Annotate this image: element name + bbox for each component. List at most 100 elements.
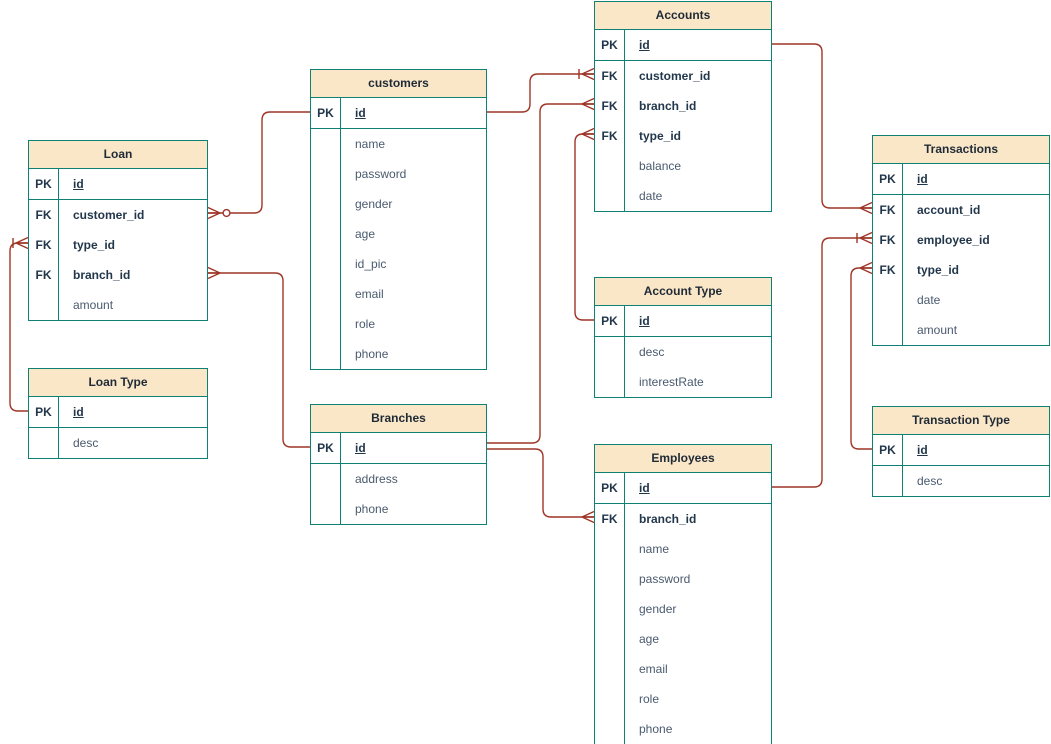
row-key-label: FK bbox=[29, 230, 59, 260]
entity-row: desc bbox=[873, 466, 1049, 496]
row-field-name: employee_id bbox=[917, 233, 990, 247]
row-key-label: FK bbox=[595, 91, 625, 121]
relationship-edge bbox=[772, 231, 873, 488]
row-field-name: id bbox=[73, 177, 84, 191]
row-key-label bbox=[29, 428, 59, 458]
row-key-label: PK bbox=[595, 30, 625, 60]
row-key-label: FK bbox=[595, 121, 625, 151]
row-key-label: PK bbox=[873, 164, 903, 194]
row-field-name: date bbox=[917, 293, 941, 307]
row-key-label bbox=[311, 129, 341, 159]
relationship-edge bbox=[772, 43, 873, 215]
row-key-label: PK bbox=[873, 435, 903, 465]
row-field-name: id bbox=[639, 314, 650, 328]
row-field-name: age bbox=[639, 632, 660, 646]
relationship-edge bbox=[850, 261, 873, 450]
row-field-name: id bbox=[355, 441, 366, 455]
row-key-label bbox=[595, 337, 625, 367]
entity-row: email bbox=[595, 654, 771, 684]
row-field-name: desc bbox=[73, 436, 99, 450]
row-field-name: type_id bbox=[73, 238, 116, 252]
relationship-edge bbox=[207, 111, 310, 220]
entity-row: FK type_id bbox=[595, 121, 771, 151]
row-key-label: FK bbox=[595, 61, 625, 91]
row-key-label bbox=[595, 367, 625, 397]
row-key-label bbox=[595, 654, 625, 684]
row-key-label bbox=[311, 189, 341, 219]
row-field-name: id_pic bbox=[355, 257, 387, 271]
relationship-edge bbox=[487, 97, 595, 444]
row-key-label bbox=[595, 181, 625, 211]
row-field-name: name bbox=[639, 542, 670, 556]
row-field-name: gender bbox=[355, 197, 393, 211]
row-key-label bbox=[873, 285, 903, 315]
row-key-label bbox=[311, 494, 341, 524]
row-field-name: type_id bbox=[639, 129, 682, 143]
row-field-name: type_id bbox=[917, 263, 960, 277]
entity-row: name bbox=[311, 129, 486, 159]
entity-row: role bbox=[595, 684, 771, 714]
attributes-section: desc interestRate bbox=[595, 336, 771, 397]
row-key-label bbox=[595, 624, 625, 654]
entity-row: id_pic bbox=[311, 249, 486, 279]
row-field-name: id bbox=[355, 106, 366, 120]
row-key-label bbox=[595, 564, 625, 594]
crow-foot-marker bbox=[581, 510, 595, 524]
entity-row: desc bbox=[29, 428, 207, 458]
row-key-label: PK bbox=[595, 306, 625, 336]
entity-row: date bbox=[595, 181, 771, 211]
row-key-label: FK bbox=[29, 260, 59, 290]
crow-foot-marker bbox=[581, 127, 595, 141]
row-key-label: PK bbox=[29, 169, 59, 199]
attributes-section: desc bbox=[873, 465, 1049, 496]
row-field-name: amount bbox=[73, 298, 114, 312]
row-field-name: password bbox=[639, 572, 691, 586]
row-field-name: interestRate bbox=[639, 375, 704, 389]
entity-row: phone bbox=[311, 339, 486, 369]
entity-row: address bbox=[311, 464, 486, 494]
entity-title: Transaction Type bbox=[873, 407, 1049, 435]
row-key-label: FK bbox=[873, 195, 903, 225]
row-key-label bbox=[595, 151, 625, 181]
entity-row: role bbox=[311, 309, 486, 339]
row-field-name: id bbox=[639, 38, 650, 52]
row-field-name: branch_id bbox=[639, 99, 697, 113]
entity-title: Transactions bbox=[873, 136, 1049, 164]
entity-title: Loan Type bbox=[29, 369, 207, 397]
entity-row: FK type_id bbox=[29, 230, 207, 260]
row-key-label bbox=[595, 594, 625, 624]
crow-foot-marker bbox=[856, 231, 873, 245]
row-field-name: desc bbox=[639, 345, 665, 359]
crow-foot-marker bbox=[581, 97, 595, 111]
entity-row: amount bbox=[29, 290, 207, 320]
row-field-name: phone bbox=[639, 722, 673, 736]
crow-foot-marker bbox=[207, 206, 221, 220]
entity-row: email bbox=[311, 279, 486, 309]
row-key-label: PK bbox=[29, 397, 59, 427]
entity-row: FK branch_id bbox=[595, 91, 771, 121]
row-key-label bbox=[29, 290, 59, 320]
